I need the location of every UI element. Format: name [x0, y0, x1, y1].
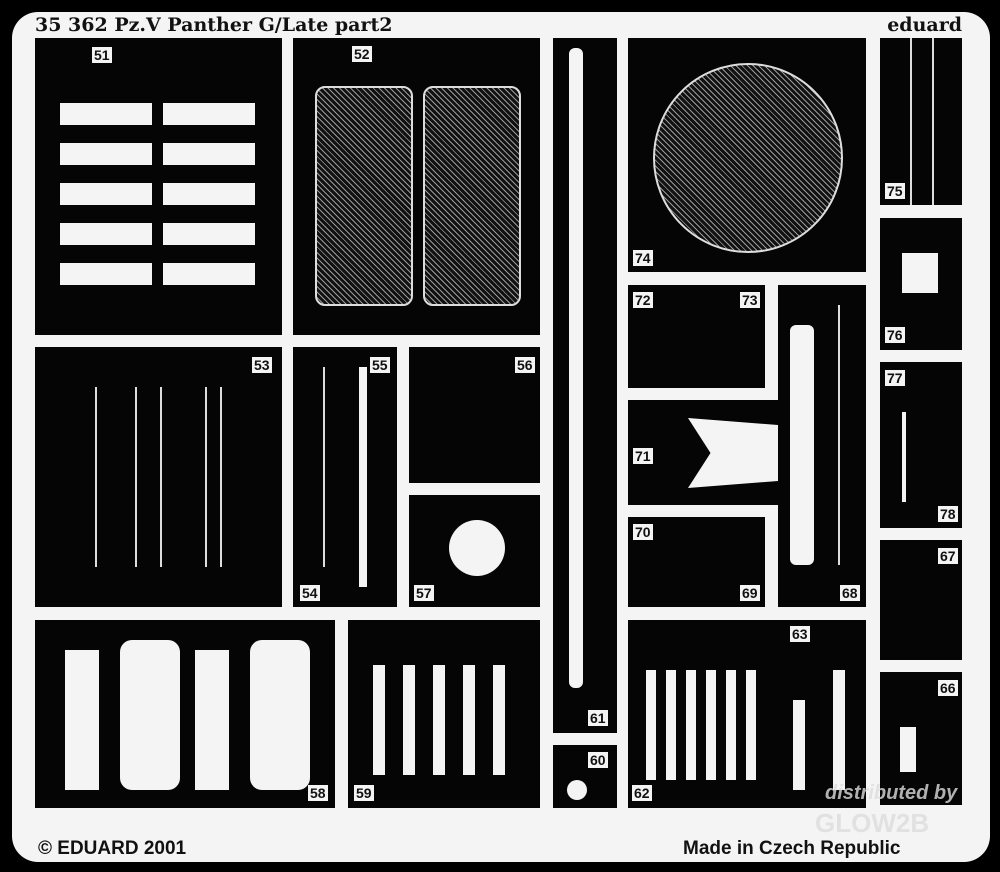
part-51-panel [35, 38, 282, 335]
part-74-panel [628, 38, 866, 272]
part-label: 59 [354, 785, 374, 801]
part-label: 52 [352, 46, 372, 62]
part-52-panel [293, 38, 540, 335]
fret-title: 35 362 Pz.V Panther G/Late part2 [35, 14, 393, 36]
part-66-panel [880, 672, 962, 805]
part-label: 74 [633, 250, 653, 266]
part-61-panel [553, 38, 617, 733]
part-59-panel [348, 620, 540, 808]
part-label: 68 [840, 585, 860, 601]
copyright-text: © EDUARD 2001 [38, 838, 187, 859]
part-58-panel [35, 620, 335, 808]
part-label: 57 [414, 585, 434, 601]
part-label: 69 [740, 585, 760, 601]
part-77-78-panel [880, 362, 962, 528]
part-53-panel [35, 347, 282, 607]
part-label: 61 [588, 710, 608, 726]
part-label: 76 [885, 327, 905, 343]
part-label: 54 [300, 585, 320, 601]
part-label: 66 [938, 680, 958, 696]
part-54-55-panel [293, 347, 397, 607]
part-label: 77 [885, 370, 905, 386]
part-label: 58 [308, 785, 328, 801]
part-label: 75 [885, 183, 905, 199]
part-label: 62 [632, 785, 652, 801]
part-68-panel [778, 285, 866, 607]
part-label: 73 [740, 292, 760, 308]
part-62-63-panel [628, 620, 866, 808]
watermark-text: distributed by [825, 782, 958, 804]
part-label: 67 [938, 548, 958, 564]
origin-text: Made in Czech Republic [683, 838, 901, 859]
part-label: 51 [92, 47, 112, 63]
part-label: 63 [790, 626, 810, 642]
watermark-logo: GLOW2B [815, 808, 930, 838]
part-label: 70 [633, 524, 653, 540]
part-label: 60 [588, 752, 608, 768]
brand-logo: eduard [887, 14, 962, 36]
part-label: 56 [515, 357, 535, 373]
part-label: 72 [633, 292, 653, 308]
part-71-panel [628, 400, 778, 505]
part-label: 55 [370, 357, 390, 373]
part-label: 71 [633, 448, 653, 464]
part-75-panel [880, 38, 962, 205]
part-label: 53 [252, 357, 272, 373]
part-label: 78 [938, 506, 958, 522]
